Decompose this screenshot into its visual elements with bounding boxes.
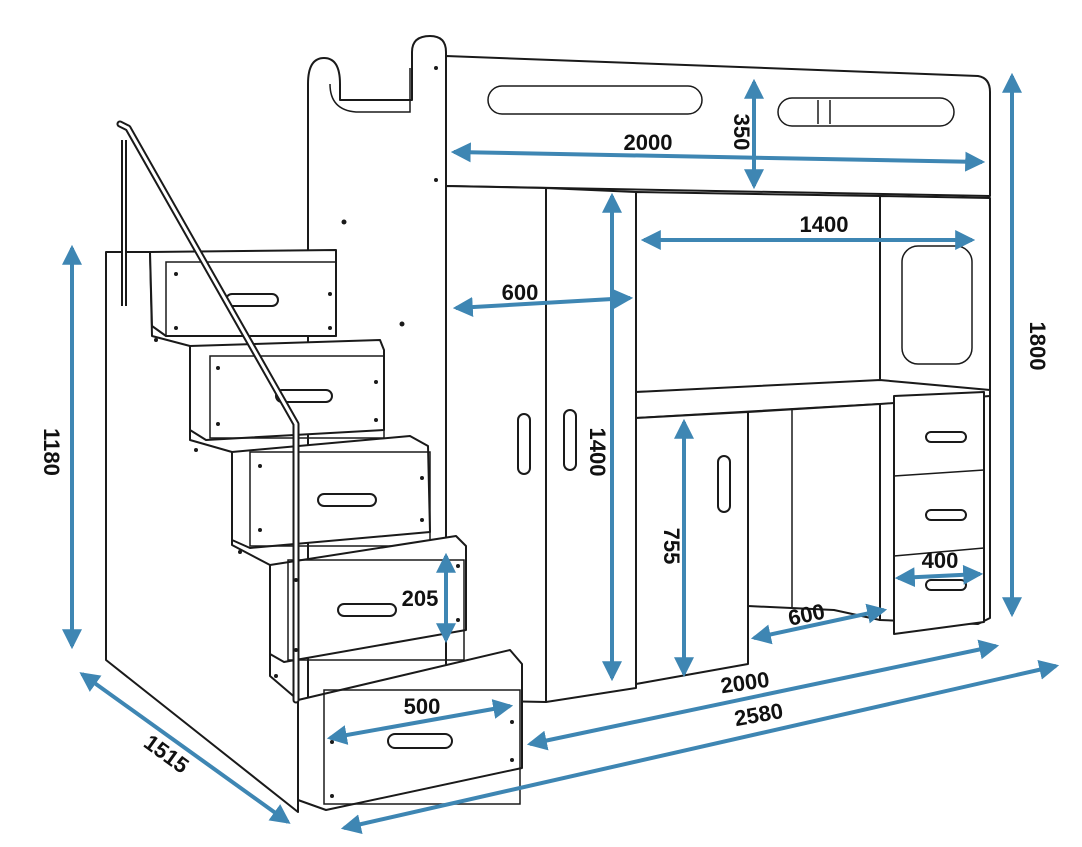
arrow-1515 (79, 672, 291, 824)
wardrobe-handle-left (517, 413, 531, 475)
dimension-arrows (62, 72, 1060, 835)
label-600-wardrobe: 600 (502, 280, 539, 305)
arrow-2000-top (450, 142, 986, 172)
label-1400-desk: 1400 (800, 212, 849, 237)
desk-drawer-handle (925, 509, 967, 521)
rail-slot-left (487, 85, 703, 115)
stair-drawer-handle-4 (337, 603, 397, 617)
desk-drawer-handle (925, 579, 967, 591)
desk-leg-space (747, 403, 881, 621)
label-1400-height: 1400 (585, 428, 610, 477)
label-1800: 1800 (1025, 322, 1050, 371)
stair-drawer-handle-5 (387, 733, 453, 749)
stair-side-panel (105, 251, 299, 813)
desk-drawer-divider (893, 469, 985, 477)
stair-drawer-handle-3 (317, 493, 377, 507)
label-1180: 1180 (39, 428, 64, 476)
cabinet-handle (717, 455, 731, 513)
label-755: 755 (659, 528, 684, 565)
desk-drawer-handle (925, 431, 967, 443)
label-400: 400 (922, 548, 959, 573)
arrow-600-desk (750, 603, 888, 645)
stair-drawer-handle-2 (275, 389, 333, 403)
desk-cabinet (635, 411, 749, 685)
label-350: 350 (729, 114, 754, 151)
stair-step-4 (269, 535, 467, 663)
arrow-2580 (340, 659, 1060, 835)
rail-slot-right (777, 97, 955, 127)
arrow-600-wardrobe (452, 288, 634, 318)
screws (154, 66, 514, 798)
stair-drawer-1 (165, 261, 337, 337)
label-500: 500 (404, 694, 441, 719)
label-2580: 2580 (732, 698, 785, 731)
headboard-cutout (329, 68, 411, 113)
stair-step-3 (231, 435, 431, 549)
label-2000-top: 2000 (624, 130, 673, 155)
desk-drawer-divider (893, 547, 985, 557)
stair-drawer-handle-1 (225, 293, 279, 307)
handrail-inner (118, 122, 298, 702)
dimension-labels: 2000 350 1400 600 1800 1180 1400 755 400… (39, 114, 1050, 779)
wardrobe-handle-right (563, 409, 577, 471)
label-205: 205 (402, 586, 439, 611)
arrow-400 (894, 564, 984, 588)
stair-drawer-3 (249, 451, 431, 547)
